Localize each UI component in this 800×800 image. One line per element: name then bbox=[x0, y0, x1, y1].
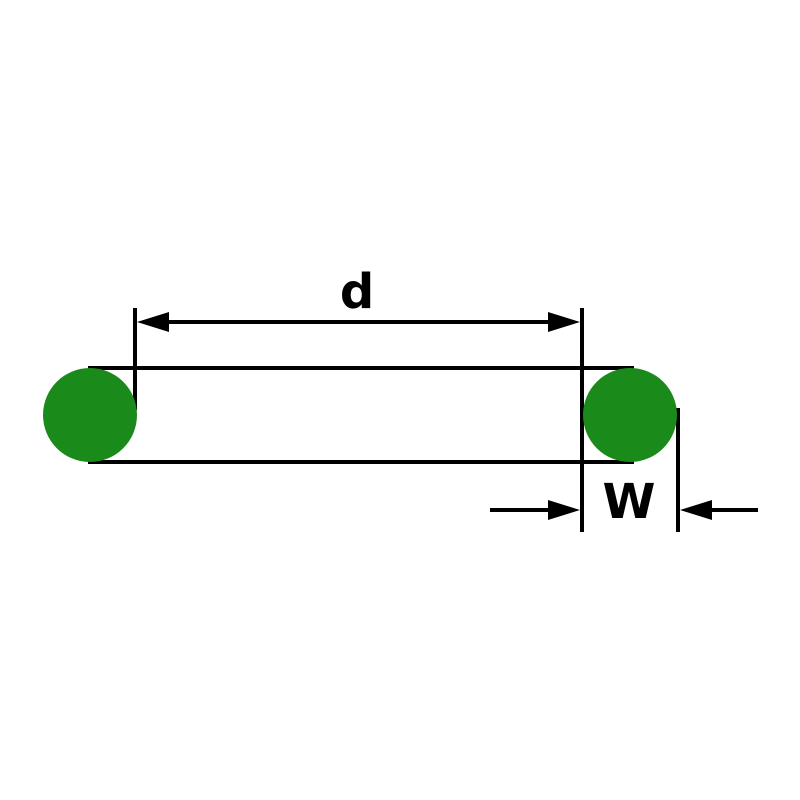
d-arrowhead-right bbox=[548, 312, 580, 332]
cross-section-width-label: W bbox=[603, 474, 656, 530]
w-arrowhead-left bbox=[548, 500, 580, 520]
inner-diameter-label: d bbox=[340, 264, 374, 320]
w-arrowhead-right bbox=[680, 500, 712, 520]
line-work-group bbox=[88, 308, 758, 532]
oring-cross-section-left bbox=[43, 368, 137, 462]
oring-cross-section-right bbox=[583, 368, 677, 462]
d-arrowhead-left bbox=[137, 312, 169, 332]
arrowhead-group bbox=[137, 312, 712, 520]
